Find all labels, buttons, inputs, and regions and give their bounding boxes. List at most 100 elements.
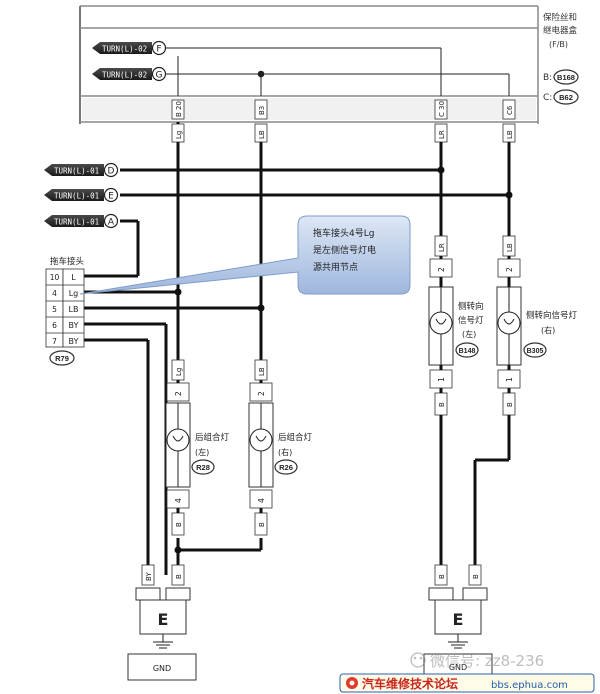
wechat-id-text: 微信号: zz8-236 <box>430 652 544 670</box>
fusebox-title-1: 保险丝和 <box>543 12 577 23</box>
callout-line-1: 拖车接头4号Lg <box>313 227 374 239</box>
svg-text:GND: GND <box>449 663 467 672</box>
tow-connector-title: 拖车接头 <box>50 256 85 267</box>
tow-pin-num-3: 5 <box>52 305 57 314</box>
pin-label-c6: C6 <box>502 99 516 120</box>
junction-dots <box>174 166 513 554</box>
svg-text:B: B <box>175 522 183 527</box>
wire-tag-lr-top: LR <box>434 123 448 143</box>
svg-text:2: 2 <box>257 391 266 396</box>
tow-pin-wire-1: L <box>71 273 76 282</box>
svg-text:Lg: Lg <box>175 131 183 139</box>
svg-text:TURN(L)-02: TURN(L)-02 <box>102 71 147 80</box>
gnd-box: GND <box>127 653 197 681</box>
tow-pin-wire-5: BY <box>69 337 79 346</box>
svg-text:2: 2 <box>174 391 183 396</box>
svg-text:TURN(L)-02: TURN(L)-02 <box>102 45 147 54</box>
svg-text:TURN(L)-01: TURN(L)-01 <box>54 218 99 227</box>
side-lamp-left-label-2: 信号灯 <box>458 315 484 326</box>
fusebox-conn-b-prefix: B: <box>543 73 552 83</box>
side-lamp-right-label-1: 侧转向信号灯 <box>526 310 578 321</box>
svg-text:R28: R28 <box>196 463 210 472</box>
svg-text:LB: LB <box>258 130 266 139</box>
svg-text:B168: B168 <box>557 73 575 82</box>
tow-connector-badge: R79 <box>49 350 75 366</box>
rear-lamp-right-label-2: (右) <box>278 447 292 457</box>
svg-text:B: B <box>438 574 446 579</box>
fusebox-internal-wires <box>166 47 510 96</box>
pin-label-b3: B3 <box>254 99 268 120</box>
turn-tag-a: TURN(L)-01 A <box>44 213 119 229</box>
rear-lamp-right: LB 2 4 B <box>248 359 274 536</box>
svg-text:TURN(L)-01: TURN(L)-01 <box>54 167 99 176</box>
svg-text:A: A <box>108 218 115 228</box>
fuse-relay-box <box>79 5 539 124</box>
svg-text:2: 2 <box>437 267 446 272</box>
rear-lamp-left-label-1: 后组合灯 <box>195 432 230 443</box>
rear-lamp-left-label-2: (左) <box>195 447 209 457</box>
wire-tag-lg-top: Lg <box>171 123 185 143</box>
ground-connector-right: B B E <box>428 564 488 649</box>
turn-tag-f: TURN(L)-02 F <box>92 40 167 56</box>
tow-pin-num-4: 6 <box>52 321 57 330</box>
callout-line-2: 是左侧信号灯电 <box>313 244 376 256</box>
rear-lamp-right-label-1: 后组合灯 <box>278 432 313 443</box>
wire-tag-lb-top: LB <box>254 123 268 143</box>
svg-text:B: B <box>175 574 183 579</box>
fusebox-conn-c-prefix: C: <box>543 93 552 103</box>
rear-lamp-right-badge: R26 <box>274 459 298 475</box>
tow-connector <box>45 268 85 348</box>
fusebox-title-2: 继电器盒 <box>543 25 578 36</box>
side-lamp-right-label-2: (右) <box>541 325 555 335</box>
forum-name-text: 汽车维修技术论坛 <box>362 676 458 691</box>
rear-lamp-left-badge: R28 <box>191 459 215 475</box>
side-lamp-right-badge: B305 <box>523 342 547 358</box>
svg-text:Lg: Lg <box>175 368 183 376</box>
svg-text:LB: LB <box>258 367 266 376</box>
svg-text:R79: R79 <box>55 354 69 363</box>
side-lamp-left-label-1: 侧转向 <box>458 301 484 312</box>
turn-tag-e: TURN(L)-01 E <box>44 187 119 203</box>
callout-bubble <box>79 215 411 295</box>
svg-text:B 20: B 20 <box>175 101 183 117</box>
svg-text:TURN(L)-01: TURN(L)-01 <box>54 192 99 201</box>
svg-text:LR: LR <box>438 130 446 139</box>
svg-text:2: 2 <box>505 267 514 272</box>
svg-text:B62: B62 <box>559 93 573 102</box>
callout-line-3: 源共用节点 <box>313 262 358 273</box>
svg-text:1: 1 <box>505 377 514 382</box>
tow-pin-num-1: 10 <box>50 273 60 282</box>
svg-text:GND: GND <box>153 664 171 673</box>
svg-text:C6: C6 <box>506 105 514 115</box>
wechat-watermark: 微信号: zz8-236 <box>410 652 544 670</box>
svg-text:LB: LB <box>506 130 514 139</box>
ground-connector-left: BY B E <box>135 564 191 649</box>
tow-pin-wire-4: BY <box>69 321 79 330</box>
forum-url-text: bbs.ephua.com <box>491 680 568 691</box>
svg-text:E: E <box>453 610 464 629</box>
svg-text:B: B <box>506 402 514 407</box>
side-lamp-left: LR 2 1 B <box>428 235 454 416</box>
svg-text:B305: B305 <box>527 348 544 355</box>
svg-text:F: F <box>156 45 161 55</box>
side-lamp-right: LB 2 1 B <box>496 235 522 416</box>
svg-text:1: 1 <box>437 377 446 382</box>
svg-text:4: 4 <box>174 498 183 503</box>
pin-label-c30: C 30 <box>434 99 448 120</box>
wire-tag-lb-top-right: LB <box>502 123 516 143</box>
svg-text:B: B <box>258 522 266 527</box>
svg-text:D: D <box>108 167 115 177</box>
svg-text:E: E <box>108 192 114 202</box>
svg-text:G: G <box>156 71 163 81</box>
side-lamp-left-label-3: (左) <box>462 329 476 339</box>
svg-text:E: E <box>158 610 169 629</box>
fusebox-title-3: (F/B) <box>549 40 568 49</box>
forum-watermark-banner: 汽车维修技术论坛 bbs.ephua.com <box>339 673 595 693</box>
tow-pin-num-5: 7 <box>52 337 57 346</box>
tow-pin-num-2: 4 <box>52 289 57 298</box>
svg-text:B148: B148 <box>459 348 476 355</box>
turn-tag-g: TURN(L)-02 G <box>92 66 167 82</box>
tow-pin-wire-3: LB <box>69 305 79 314</box>
fusebox-conn-c-badge: B62 <box>553 89 579 105</box>
tow-pin-wire-2: Lg <box>69 289 79 298</box>
